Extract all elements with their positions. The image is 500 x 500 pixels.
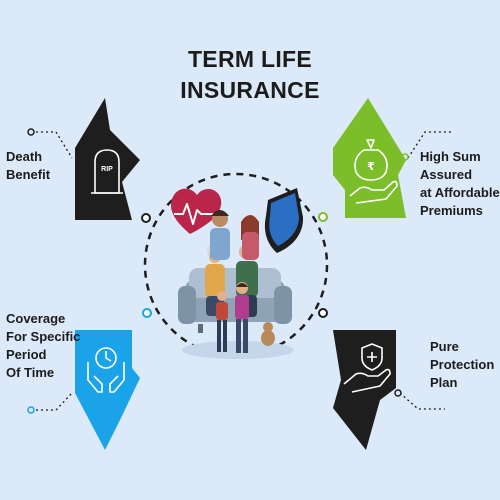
family-heart-shield-icon	[170, 188, 304, 359]
money-bag-hand-icon	[349, 139, 398, 204]
rupee-symbol: ₹	[367, 160, 375, 173]
label-line: Premiums	[420, 203, 483, 218]
ring-node-top-right	[318, 212, 328, 222]
shape-high-sum-assured: ₹	[333, 98, 406, 218]
label-line: Death	[6, 149, 43, 164]
title-line-2: INSURANCE	[180, 77, 320, 103]
connector-coverage	[31, 392, 73, 411]
label-line: High Sum	[420, 149, 481, 164]
shield-hand-icon	[343, 343, 391, 393]
connector-high-sum	[407, 131, 452, 159]
label-line: at Affordable	[420, 185, 500, 200]
clock-hands-icon	[87, 347, 125, 393]
shape-death-benefit: RIP	[75, 98, 140, 220]
label-pure-protection: Pure Protection Plan	[430, 338, 494, 392]
ring-node-bottom-left	[142, 308, 152, 318]
label-line: For Specific	[6, 329, 81, 344]
shape-coverage-period	[75, 330, 140, 450]
label-coverage-period: Coverage For Specific Period Of Time	[6, 310, 80, 382]
label-line: Of Time	[6, 365, 55, 380]
label-line: Pure	[430, 339, 459, 354]
label-line: Benefit	[6, 167, 51, 182]
label-high-sum-assured: High Sum Assured at Affordable Premiums	[420, 148, 500, 220]
label-line: Assured	[420, 167, 473, 182]
connector-death-benefit	[31, 131, 73, 159]
label-line: Plan	[430, 375, 458, 390]
tombstone-text: RIP	[101, 166, 113, 173]
label-line: Period	[6, 347, 47, 362]
dashed-ring	[143, 172, 329, 358]
label-line: Coverage	[6, 311, 66, 326]
title-line-1: TERM LIFE	[187, 46, 313, 72]
page-title: TERM LIFE INSURANCE	[150, 44, 350, 106]
ring-node-top-left	[141, 213, 151, 223]
label-line: Protection	[430, 357, 495, 372]
label-death-benefit: Death Benefit	[6, 148, 50, 184]
ring-node-bottom-right	[318, 308, 328, 318]
tombstone-icon	[91, 149, 123, 194]
shape-pure-protection	[333, 330, 396, 450]
